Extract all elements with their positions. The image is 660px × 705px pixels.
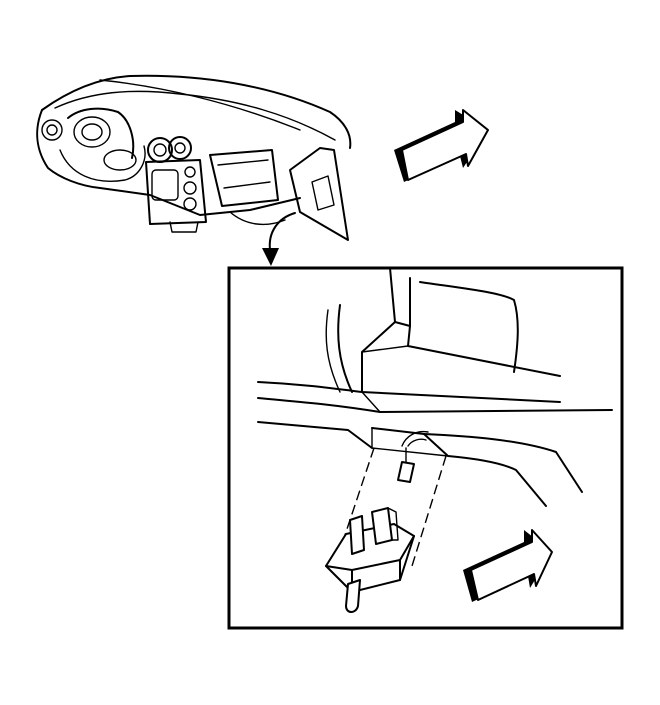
switch-assembly [325, 507, 415, 613]
gauge-left-icon [41, 119, 63, 141]
center-vent-right-icon [168, 136, 192, 160]
radio-display [151, 169, 179, 201]
speedometer-icon [73, 116, 111, 148]
detail-inset [227, 266, 624, 630]
vehicle-front-direction-arrow-icon-top [394, 109, 489, 182]
curved-callout-arrow-icon [262, 212, 296, 266]
instrument-panel-illustration [36, 74, 352, 241]
switch-plunger [345, 579, 361, 613]
wire-connector [397, 461, 415, 483]
vehicle-front-direction-arrow-icon-inset [463, 529, 553, 602]
control-knob-2-icon [183, 197, 197, 211]
control-knob-1-icon [183, 181, 197, 195]
steering-hub-icon [103, 149, 137, 171]
inset-frame [227, 266, 624, 630]
